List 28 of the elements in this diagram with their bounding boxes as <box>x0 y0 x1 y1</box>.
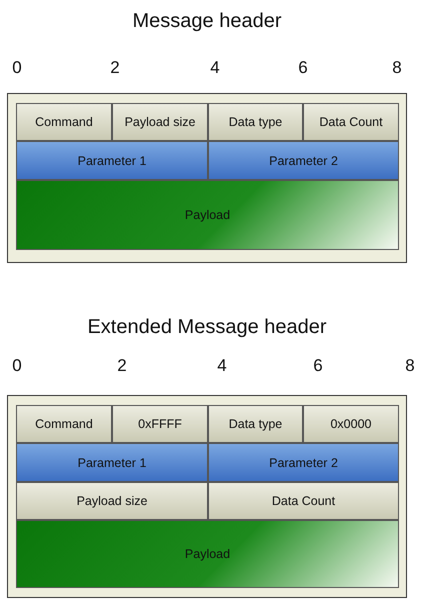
bit-offset-label: 2 <box>117 356 127 376</box>
header-title: Extended Message header <box>87 316 327 339</box>
parameter-field: Parameter 1 <box>16 141 208 180</box>
header-title: Message header <box>132 10 282 33</box>
bit-offset-label: 2 <box>110 58 120 78</box>
header-field: Payload size <box>112 103 208 141</box>
bit-offset-label: 0 <box>12 356 22 376</box>
bit-offset-label: 8 <box>392 58 402 78</box>
header-field: Command <box>16 103 112 141</box>
header-field: Data Count <box>303 103 399 141</box>
header-field: Data Count <box>208 482 399 520</box>
header-field: Data type <box>208 405 303 443</box>
parameter-field: Parameter 2 <box>208 141 399 180</box>
bit-offset-label: 4 <box>210 58 220 78</box>
bit-offset-label: 6 <box>298 58 308 78</box>
parameter-field: Parameter 2 <box>208 443 399 482</box>
bit-offset-label: 6 <box>313 356 323 376</box>
payload-field: Payload <box>16 520 399 588</box>
payload-field: Payload <box>16 180 399 250</box>
bit-offset-label: 8 <box>405 356 415 376</box>
header-field: Command <box>16 405 112 443</box>
header-field: 0x0000 <box>303 405 399 443</box>
header-field: Payload size <box>16 482 208 520</box>
bit-offset-label: 0 <box>12 58 22 78</box>
header-field: 0xFFFF <box>112 405 208 443</box>
bit-offset-label: 4 <box>217 356 227 376</box>
parameter-field: Parameter 1 <box>16 443 208 482</box>
header-field: Data type <box>208 103 303 141</box>
